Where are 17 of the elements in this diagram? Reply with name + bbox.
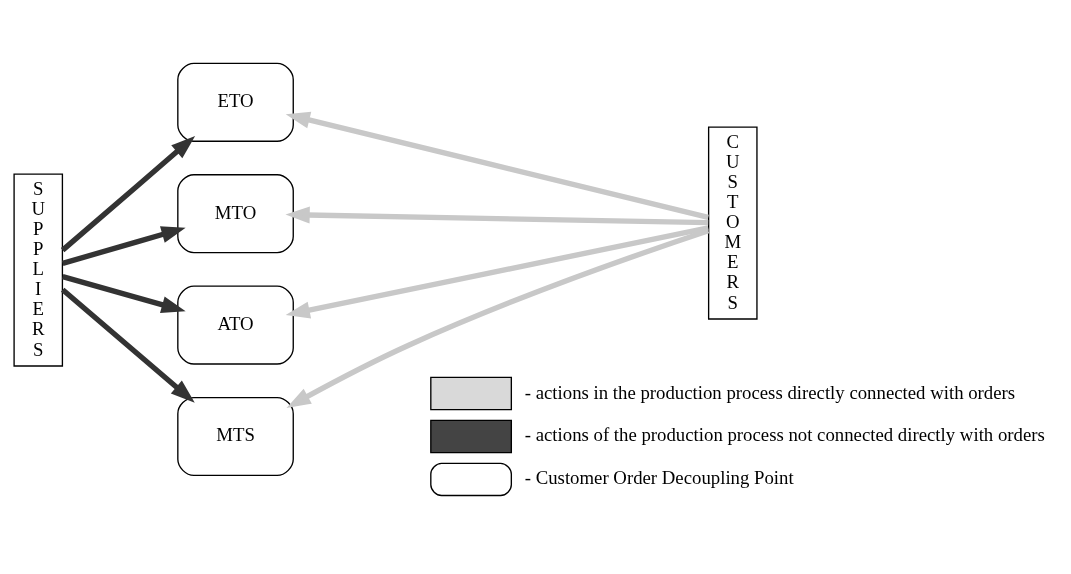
arrow xyxy=(60,287,195,403)
node-box: ATO xyxy=(177,285,294,365)
arrow xyxy=(285,206,709,225)
legend-label: - actions of the production process not connected directly with orders xyxy=(524,423,1045,445)
arrow xyxy=(286,227,710,408)
node-box: SUPPLIERS xyxy=(13,172,64,367)
arrow xyxy=(285,224,709,318)
legend-label: - Customer Order Decoupling Point xyxy=(524,466,794,488)
arrow xyxy=(285,111,709,220)
arrow xyxy=(61,225,186,266)
node-box: MTO xyxy=(177,173,294,253)
node-box: MTS xyxy=(177,396,294,476)
arrow xyxy=(61,273,186,313)
node-box: CUSTOMERS xyxy=(707,125,758,320)
legend-label: - actions in the production process directly connected with orders xyxy=(524,380,1016,402)
arrow xyxy=(60,135,196,252)
node-box: ETO xyxy=(177,62,294,142)
